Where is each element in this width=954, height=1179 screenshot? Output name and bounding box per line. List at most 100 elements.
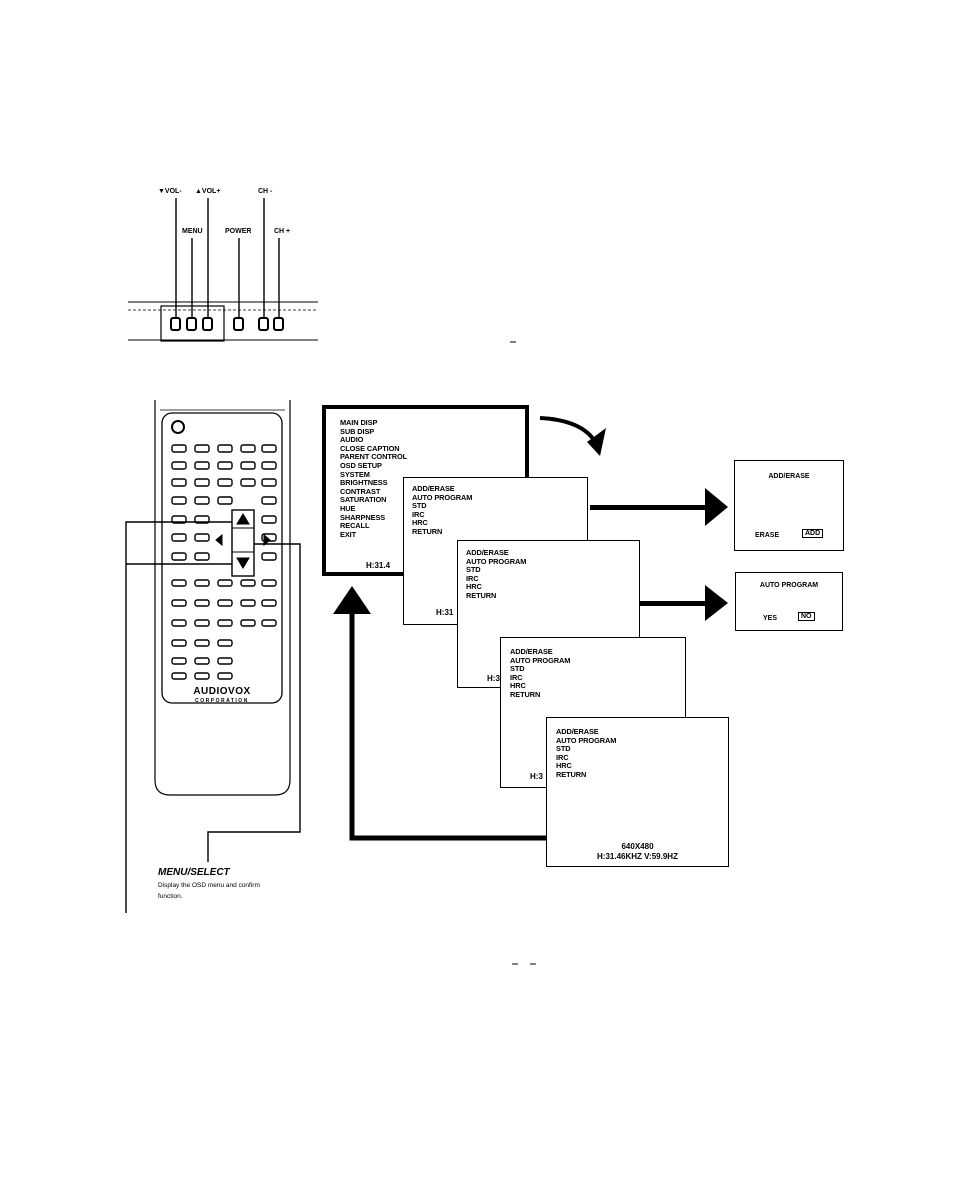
menu-item-row[interactable]: AUTO PROGRAM [510, 655, 571, 666]
menu-item[interactable]: IRC [466, 573, 479, 583]
menu-item-row[interactable]: AUTO PROGRAM [412, 492, 473, 503]
menu-item[interactable]: RETURN [412, 526, 443, 536]
menu-item-row[interactable]: IRC [510, 672, 570, 683]
menu-item[interactable]: SATURATION [340, 495, 387, 505]
menu-item[interactable]: STD [412, 501, 427, 511]
resolution-readout: 640X480 [621, 842, 654, 851]
menu-item[interactable]: AUTO PROGRAM [556, 735, 617, 745]
menu-item[interactable]: CONTRAST [340, 486, 381, 496]
vol-plus-label: ▲VOL+ [195, 188, 221, 195]
menu-item[interactable]: RETURN [556, 769, 587, 779]
remote-control-drawing [125, 400, 301, 913]
menu-item-row[interactable]: RECALL [340, 521, 407, 531]
menu-item[interactable]: HUE [340, 503, 356, 513]
menu-item[interactable]: STD [466, 565, 481, 575]
menu-item[interactable]: OSD SETUP [340, 460, 382, 470]
menu-item[interactable]: HRC [556, 761, 572, 771]
menu-item-row[interactable]: HRC [412, 519, 472, 528]
menu-item[interactable]: EXIT [340, 529, 357, 539]
menu-item-row[interactable]: IRC [556, 752, 616, 763]
menu-item[interactable]: RETURN [466, 590, 497, 600]
menu-item-row[interactable]: IRC [412, 509, 472, 520]
erase-option[interactable]: ERASE [755, 532, 780, 539]
menu-item-row[interactable]: ADD/ERASE [412, 484, 472, 494]
menu-item-row[interactable]: STD [510, 664, 570, 674]
menu-item-row[interactable]: SUB DISP [340, 426, 407, 437]
menu-item[interactable]: AUDIO [340, 435, 364, 445]
menu-item[interactable]: RETURN [510, 689, 541, 699]
menu-item-row[interactable]: HRC [510, 682, 570, 691]
auto-program-box: AUTO PROGRAM YES NO [735, 572, 843, 631]
menu-item[interactable]: CLOSE CAPTION [340, 443, 400, 453]
frequency-readout: H:31.46KHZ V:59.9HZ [597, 852, 678, 861]
menu-item-row[interactable]: AUTO PROGRAM [466, 556, 527, 567]
menu-item[interactable]: STD [510, 664, 525, 674]
menu-item[interactable]: SUB DISP [340, 426, 375, 436]
menu-item[interactable]: HRC [412, 518, 428, 528]
menu-item-row[interactable]: PARENT CONTROL [340, 453, 407, 462]
menu-item[interactable]: AUTO PROGRAM [466, 556, 527, 566]
menu-item-row[interactable]: CLOSE CAPTION [340, 443, 407, 454]
menu-item-row[interactable]: RETURN [510, 689, 570, 700]
remote-brand: AUDIOVOX [193, 686, 251, 697]
menu-item[interactable]: IRC [510, 672, 523, 682]
menu-item[interactable]: RECALL [340, 521, 370, 531]
remote-brand-sub: CORPORATION [195, 698, 249, 704]
menu-item-row[interactable]: RETURN [556, 769, 616, 780]
menu-item[interactable]: IRC [556, 752, 569, 762]
menu-item-row[interactable]: HUE [340, 503, 407, 514]
menu-item[interactable]: PARENT CONTROL [340, 452, 408, 462]
menu-item[interactable]: ADD/ERASE [412, 484, 455, 493]
menu-item[interactable]: SYSTEM [340, 469, 370, 479]
menu-item[interactable]: ADD/ERASE [556, 727, 599, 736]
no-option[interactable]: NO [798, 612, 815, 621]
menu-item[interactable]: HRC [466, 582, 482, 592]
menu-item-row[interactable]: ADD/ERASE [510, 647, 570, 657]
menu-item[interactable]: HRC [510, 681, 526, 691]
menu-item-row[interactable]: AUTO PROGRAM [556, 735, 617, 746]
ch-plus-label: CH + [274, 228, 291, 235]
menu-label: MENU [182, 228, 203, 235]
stray-marks [510, 341, 536, 965]
submenu-footer: H:31 [436, 608, 454, 617]
menu-item-row[interactable]: OSD SETUP [340, 460, 407, 471]
menu-item-row[interactable]: ADD/ERASE [556, 727, 616, 737]
menu-item-row[interactable]: HRC [466, 583, 526, 592]
menu-item[interactable]: STD [556, 744, 571, 754]
submenu-footer: H:3 [530, 772, 543, 781]
add-option[interactable]: ADD [802, 529, 824, 538]
menu-item[interactable]: ADD/ERASE [466, 548, 509, 557]
menu-item-row[interactable]: EXIT [340, 529, 407, 540]
menu-item[interactable]: ADD/ERASE [510, 647, 553, 656]
menu-item[interactable]: SHARPNESS [340, 512, 386, 522]
menu-item-row[interactable]: AUDIO [340, 435, 407, 445]
menu-item-row[interactable]: STD [556, 744, 616, 754]
menu-item-row[interactable]: SYSTEM [340, 469, 407, 480]
add-erase-box: ADD/ERASE ERASE ADD [734, 460, 844, 551]
menu-item-row[interactable]: BRIGHTNESS [340, 478, 407, 488]
menu-item-row[interactable]: CONTRAST [340, 486, 407, 497]
menu-item-row[interactable]: IRC [466, 573, 526, 584]
menu-item-row[interactable]: STD [466, 565, 526, 575]
menu-item-row[interactable]: RETURN [412, 526, 472, 537]
submenu-footer: H:3 [487, 674, 500, 683]
power-label: POWER [225, 228, 252, 235]
menu-item-row[interactable]: SHARPNESS [340, 512, 407, 523]
menu-item[interactable]: BRIGHTNESS [340, 478, 388, 488]
menu-item-row[interactable]: ADD/ERASE [466, 548, 526, 558]
menu-item[interactable]: IRC [412, 509, 425, 519]
menu-item-row[interactable]: HRC [556, 762, 616, 771]
menu-item-row[interactable]: RETURN [466, 590, 526, 601]
menu-item-row[interactable]: SATURATION [340, 496, 407, 505]
menu-item[interactable]: AUTO PROGRAM [412, 492, 473, 502]
menu-item[interactable]: AUTO PROGRAM [510, 655, 571, 665]
menu-item-row[interactable]: STD [412, 501, 472, 511]
menu-item[interactable]: MAIN DISP [340, 418, 378, 427]
menu-item-row[interactable]: MAIN DISP [340, 418, 407, 428]
yes-option[interactable]: YES [763, 615, 778, 622]
ch-minus-label: CH - [258, 188, 273, 195]
